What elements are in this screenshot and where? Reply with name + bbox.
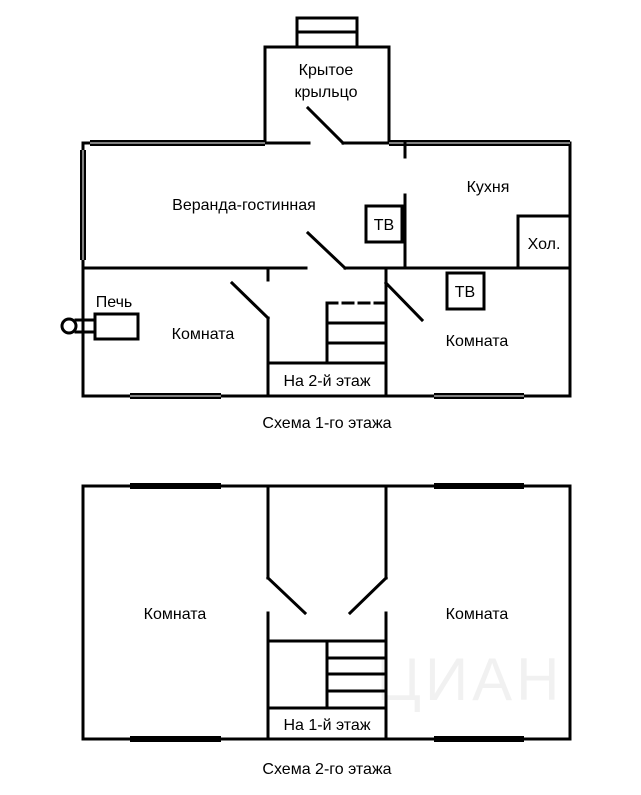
fridge-box [516, 214, 572, 270]
door-right-room [347, 575, 389, 616]
door [305, 230, 348, 271]
tv-label: ТВ [374, 217, 394, 234]
room-right-label: Комната [446, 333, 509, 350]
kitchen-label: Кухня [467, 179, 510, 196]
tv-box [445, 271, 486, 311]
room-right-label: Комната [446, 606, 509, 623]
porch-label-2: крыльцо [295, 84, 358, 101]
outer-walls [81, 484, 572, 741]
floor-1-plan: Крытое крыльцо Веранда-гостинная Кухня Х… [60, 16, 572, 432]
floor-1-caption: Схема 1-го этажа [262, 415, 391, 432]
tv-box [364, 204, 404, 244]
stairs-label: На 1-й этаж [283, 717, 370, 734]
floor-2-caption: Схема 2-го этажа [262, 761, 391, 778]
room-left-label: Комната [144, 606, 207, 623]
tv-label: ТВ [455, 284, 475, 301]
fridge-label: Хол. [528, 236, 561, 253]
stove-label: Печь [96, 294, 133, 311]
watermark: ЦИАН [377, 646, 564, 713]
door-left-room [229, 280, 271, 321]
entrance-door [305, 105, 346, 146]
floor-2-plan: ЦИАН Комната Комната На 1-й этаж Схема 2… [81, 483, 572, 778]
veranda-label: Веранда-гостинная [172, 197, 316, 214]
porch-label-1: Крытое [299, 62, 354, 79]
room-left-label: Комната [172, 326, 235, 343]
stairs-label: На 2-й этаж [283, 373, 370, 390]
porch-wall [263, 45, 391, 145]
door-left-room [265, 575, 308, 616]
stove [93, 312, 140, 341]
chimney-icon [60, 317, 78, 335]
door-right-room [383, 280, 425, 323]
